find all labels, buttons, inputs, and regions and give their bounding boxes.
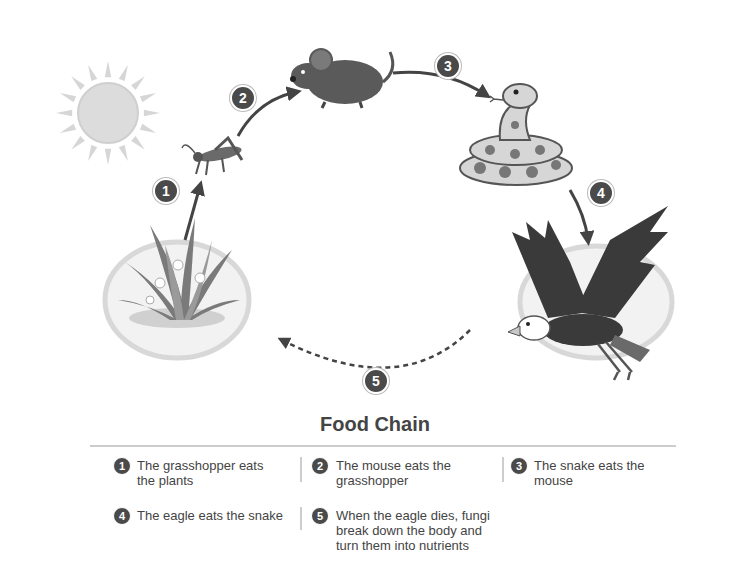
callout-number: 2 — [311, 457, 329, 475]
grass-plants — [118, 218, 240, 320]
sun — [131, 76, 145, 90]
step-description: The grasshopper eats the plants — [137, 458, 282, 488]
sun — [105, 149, 111, 165]
flow-arrows — [570, 190, 588, 240]
eagle — [512, 220, 590, 318]
sun — [78, 83, 138, 143]
eagle — [526, 322, 530, 326]
callout-number: 3 — [510, 457, 528, 475]
grass-plants — [173, 260, 183, 270]
sun — [140, 124, 156, 133]
mouse — [290, 76, 296, 82]
mouse — [383, 52, 393, 82]
callout-number-text: 5 — [372, 373, 380, 389]
snake — [503, 84, 537, 108]
mouse — [290, 49, 393, 108]
snake — [535, 145, 545, 155]
grass-plants — [146, 260, 205, 304]
snake — [474, 162, 486, 174]
step-description: The mouse eats the grasshopper — [336, 458, 486, 488]
grass-plants — [105, 242, 249, 358]
callout-number-text: 5 — [317, 510, 323, 522]
callout-number: 4 — [113, 507, 131, 525]
callout-number-text: 4 — [119, 510, 125, 522]
sun — [140, 93, 156, 102]
eagle — [543, 314, 623, 346]
grass-plants — [155, 278, 165, 288]
callout-number-text: 1 — [119, 460, 125, 472]
callout-number: 1 — [153, 178, 179, 204]
callout-number: 2 — [230, 85, 256, 111]
grass-plants — [165, 245, 184, 320]
mouse — [322, 102, 362, 108]
sun — [88, 65, 97, 81]
flow-arrows — [185, 186, 200, 240]
step-description: The eagle eats the snake — [137, 508, 297, 523]
rule-lines — [90, 446, 676, 447]
mouse — [301, 70, 305, 74]
snake — [511, 121, 519, 129]
grass-plants — [195, 273, 205, 283]
sun — [56, 61, 160, 165]
sun — [105, 61, 111, 77]
sun — [71, 136, 85, 150]
sun — [60, 124, 76, 133]
sun — [119, 145, 128, 161]
snake — [551, 160, 561, 170]
grass-plants — [146, 296, 154, 304]
sun — [119, 65, 128, 81]
callout-number: 1 — [113, 457, 131, 475]
snake — [474, 121, 561, 178]
grass-plants — [105, 218, 249, 358]
step-description: When the eagle dies, fungi break down th… — [336, 508, 498, 553]
callout-number-text: 3 — [516, 460, 522, 472]
sun — [71, 76, 85, 90]
grasshopper — [182, 138, 243, 175]
flow-arrows — [185, 72, 588, 367]
grasshopper — [215, 138, 242, 160]
snake — [499, 166, 511, 178]
eagle — [508, 326, 520, 336]
rule-lines — [301, 507, 302, 530]
eagle — [610, 335, 650, 362]
rule-lines — [301, 457, 302, 482]
callout-number: 4 — [588, 180, 614, 206]
grasshopper — [193, 152, 203, 162]
eagle — [575, 206, 668, 318]
flow-arrows — [282, 330, 470, 368]
sun — [131, 136, 145, 150]
callout-number-text: 2 — [239, 90, 247, 106]
snake — [490, 96, 503, 102]
grass-plants — [184, 240, 212, 320]
callout-number: 3 — [435, 53, 461, 79]
snake — [514, 90, 519, 95]
callout-number: 5 — [363, 368, 389, 394]
snake — [526, 166, 538, 178]
diagram-title: Food Chain — [0, 413, 750, 436]
snake — [460, 84, 572, 185]
snake — [485, 145, 495, 155]
grasshopper — [182, 145, 195, 153]
callout-number: 5 — [311, 507, 329, 525]
mouse — [310, 49, 332, 71]
rule-lines — [503, 457, 504, 482]
eagle — [508, 206, 672, 380]
sun — [60, 93, 76, 102]
callout-number-text: 1 — [162, 183, 170, 199]
callout-number-text: 4 — [597, 185, 605, 201]
sun — [88, 145, 97, 161]
sun — [144, 110, 160, 116]
eagle — [518, 316, 550, 340]
grasshopper — [196, 158, 224, 175]
snake — [510, 149, 520, 159]
snake — [500, 105, 530, 140]
grass-plants — [150, 225, 186, 320]
sun — [56, 110, 72, 116]
eagle — [598, 342, 632, 380]
callout-number-text: 2 — [317, 460, 323, 472]
callout-number-text: 3 — [444, 58, 452, 74]
step-description: The snake eats the mouse — [534, 458, 684, 488]
